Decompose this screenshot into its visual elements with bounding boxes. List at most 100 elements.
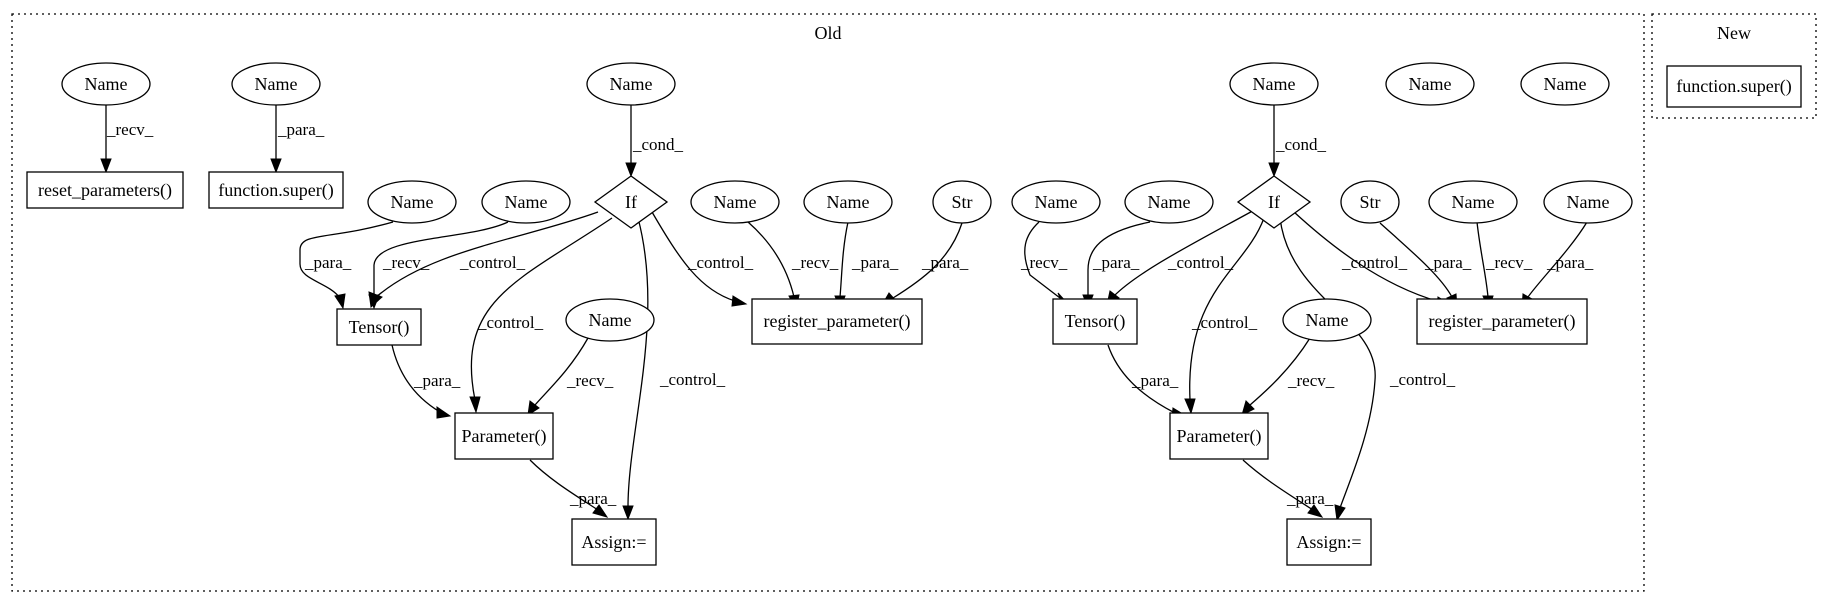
name-node: Name [565, 298, 655, 342]
edge-label-recv: _recv_ [791, 253, 839, 272]
edge-label-control: _control_ [477, 313, 544, 332]
edge-para: _para_ [1082, 221, 1151, 310]
svg-text:Name: Name [610, 74, 653, 94]
function-super-node: function.super() [1666, 65, 1802, 108]
if-node: If [1236, 175, 1312, 229]
name-node: Name [481, 180, 571, 224]
svg-text:Name: Name [85, 74, 128, 94]
name-node: Name [1543, 180, 1633, 224]
assign-node: Assign:= [571, 518, 657, 566]
edge-label-para: _para_ [304, 253, 352, 272]
svg-text:reset_parameters(): reset_parameters() [38, 180, 172, 201]
edge-control: _control_ [469, 217, 613, 414]
svg-text:function.super(): function.super() [1676, 76, 1791, 97]
edge-recv: _recv_ [368, 221, 509, 310]
edge-para: _para_ [299, 221, 394, 310]
svg-text:register_parameter(): register_parameter() [764, 311, 911, 332]
name-node: Name [803, 180, 893, 224]
svg-text:function.super(): function.super() [218, 180, 333, 201]
svg-text:Name: Name [255, 74, 298, 94]
edge-para: _para_ [1521, 221, 1594, 311]
cluster-old-label: Old [815, 23, 842, 43]
svg-text:Name: Name [714, 192, 757, 212]
svg-text:Str: Str [1359, 192, 1380, 212]
svg-text:Name: Name [505, 192, 548, 212]
edge-para: _para_ [391, 344, 461, 419]
svg-text:Parameter(): Parameter() [462, 426, 547, 447]
edge-para: _para_ [1242, 459, 1334, 518]
edge-control: _control_ [651, 211, 754, 307]
edge-recv: _recv_ [527, 337, 614, 417]
edge-label-recv: _recv_ [106, 120, 154, 139]
reset-parameters-node: reset_parameters() [26, 171, 184, 209]
svg-text:Name: Name [1567, 192, 1610, 212]
edge-label-para: _para_ [277, 120, 325, 139]
edge-label-para: _para_ [413, 371, 461, 390]
register-parameter-node: register_parameter() [1416, 298, 1588, 345]
svg-text:Name: Name [391, 192, 434, 212]
svg-text:If: If [625, 192, 637, 212]
svg-text:Str: Str [951, 192, 972, 212]
svg-text:Assign:=: Assign:= [581, 532, 646, 552]
edge-para: _para_ [529, 459, 617, 518]
svg-text:Parameter(): Parameter() [1177, 426, 1262, 447]
edge-control: _control_ [1279, 217, 1456, 522]
edge-label-cond: _cond_ [1275, 135, 1327, 154]
edge-cond: _cond_ [625, 105, 684, 178]
edge-label-para: _para_ [1546, 253, 1594, 272]
edge-label-para: _para_ [1424, 253, 1472, 272]
if-node: If [593, 175, 669, 229]
name-node: Name [1229, 62, 1319, 106]
name-node: Name [367, 180, 457, 224]
svg-text:Name: Name [1148, 192, 1191, 212]
edge-label-recv: _recv_ [1485, 253, 1533, 272]
svg-text:Name: Name [1035, 192, 1078, 212]
register-parameter-node: register_parameter() [751, 298, 923, 345]
svg-text:Name: Name [1409, 74, 1452, 94]
edge-label-para: _para_ [851, 253, 899, 272]
name-node: Name [1124, 180, 1214, 224]
edge-label-control: _control_ [1167, 253, 1234, 272]
svg-text:Name: Name [1306, 310, 1349, 330]
edge-label-recv: _recv_ [382, 253, 430, 272]
cluster-new-label: New [1717, 23, 1751, 43]
edge-label-cond: _cond_ [632, 135, 684, 154]
edge-label-control: _control_ [459, 253, 526, 272]
function-super-node: function.super() [208, 171, 344, 209]
name-node: Name [61, 62, 151, 106]
name-node: Name [1428, 180, 1518, 224]
edge-label-recv: _recv_ [1287, 371, 1335, 390]
edge-cond: _cond_ [1268, 105, 1327, 178]
edge-label-control: _control_ [687, 253, 754, 272]
edge-label-para: _para_ [1092, 253, 1140, 272]
edge-para: _para_ [1107, 344, 1188, 419]
svg-text:Name: Name [589, 310, 632, 330]
svg-text:register_parameter(): register_parameter() [1429, 311, 1576, 332]
edge-label-para: _para_ [921, 253, 969, 272]
edge-recv: _recv_ [1241, 337, 1335, 416]
edge-control: _control_ [622, 217, 726, 521]
svg-text:Tensor(): Tensor() [1065, 311, 1126, 332]
name-node: Name [690, 180, 780, 224]
edge-label-control: _control_ [1389, 370, 1456, 389]
parameter-node: Parameter() [454, 412, 554, 460]
svg-text:Name: Name [1544, 74, 1587, 94]
str-node: Str [1340, 180, 1400, 224]
assign-node: Assign:= [1286, 518, 1372, 566]
name-node: Name [231, 62, 321, 106]
name-node: Name [1385, 62, 1475, 106]
name-node: Name [1011, 180, 1101, 224]
edge-label-control: _control_ [1341, 253, 1408, 272]
edge-control: _control_ [1184, 217, 1265, 415]
tensor-node: Tensor() [1052, 298, 1138, 345]
name-node: Name [1520, 62, 1610, 106]
edge-recv: _recv_ [100, 105, 154, 174]
str-node: Str [932, 180, 992, 224]
svg-text:Name: Name [1452, 192, 1495, 212]
edge-label-para: _para_ [1131, 371, 1179, 390]
edge-recv: _recv_ [1020, 221, 1070, 305]
edge-recv: _recv_ [747, 221, 839, 311]
svg-text:If: If [1268, 192, 1280, 212]
name-node: Name [586, 62, 676, 106]
